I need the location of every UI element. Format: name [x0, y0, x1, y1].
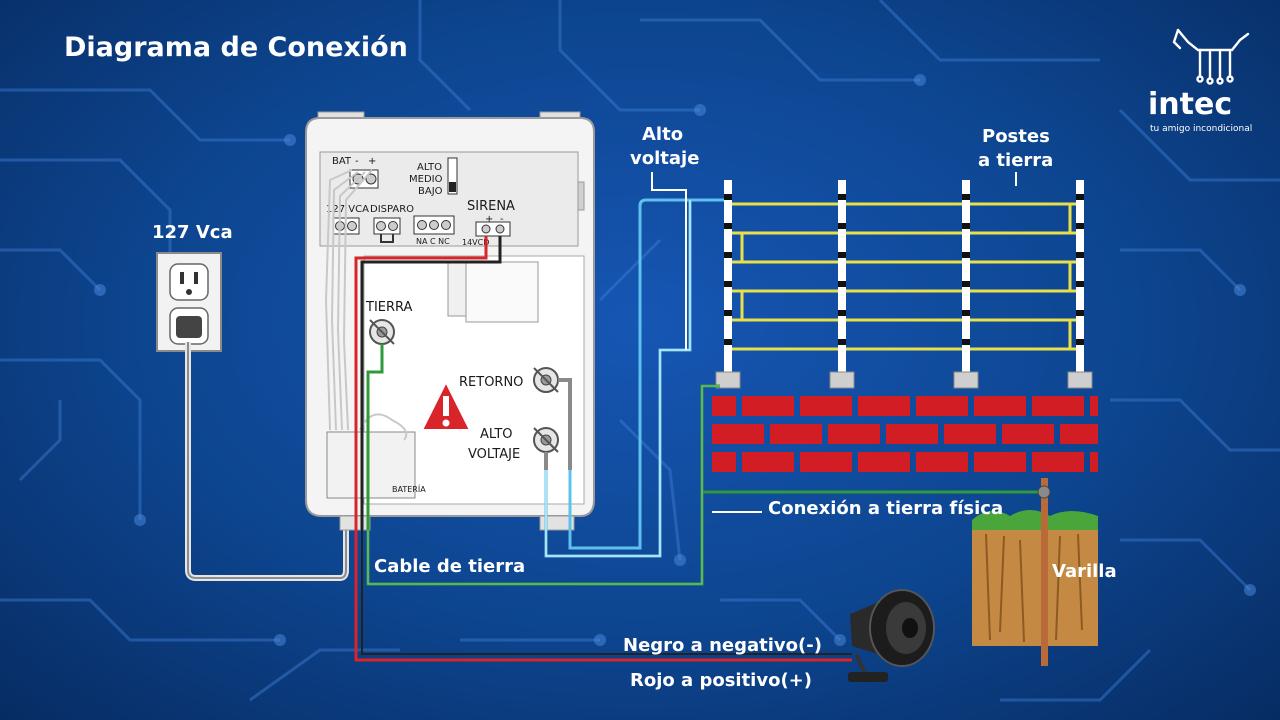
level-bajo-label: BAJO [418, 186, 443, 197]
sirena-plus-label: + [485, 214, 493, 225]
level-alto-label: ALTO [417, 162, 442, 173]
level-medio-label: MEDIO [409, 174, 443, 185]
siren-wire-negative [360, 236, 502, 530]
negative-cable [361, 530, 852, 655]
sirena-minus-label: - [500, 214, 504, 225]
fence [715, 180, 1093, 389]
brick-wall [712, 396, 1098, 472]
ground-connection-label: Conexión a tierra física [768, 498, 1003, 519]
alto-voltaje-label-1: ALTO [480, 427, 513, 442]
high-voltage-label-2: voltaje [630, 148, 699, 169]
alto-voltaje-terminal [533, 427, 559, 453]
dog-circuit-icon [1172, 28, 1250, 85]
circuit-background [0, 0, 1280, 702]
sirena-terminal-label: SIRENA [467, 199, 515, 214]
vcd-terminal-label: 14VCD [462, 238, 489, 247]
page-title: Diagrama de Conexión [64, 32, 408, 63]
positive-cable [354, 530, 852, 662]
fence-posts [715, 180, 1093, 389]
black-negative-label: Negro a negativo(-) [623, 635, 822, 656]
bat-label: BAT [332, 156, 352, 167]
bat-minus-label: - [355, 156, 359, 167]
ground-posts-label-2: a tierra [978, 150, 1053, 171]
relay-terminal-label: NA C NC [416, 237, 450, 246]
brand-tagline: tu amigo incondicional [1150, 124, 1252, 134]
red-positive-label: Rojo a positivo(+) [630, 670, 812, 691]
siren-icon [848, 589, 935, 682]
ground-wire-internal [366, 344, 384, 530]
high-voltage-label-1: Alto [642, 124, 683, 145]
bat-plus-label: + [368, 156, 376, 167]
retorno-label: RETORNO [459, 375, 523, 390]
vca-terminal-label: 127 VCA [326, 204, 369, 215]
ground-posts-label-1: Postes [982, 126, 1050, 147]
power-label: 127 Vca [152, 222, 233, 243]
brand-name: intec [1148, 87, 1232, 122]
plug [176, 316, 202, 338]
disparo-terminal-label: DISPARO [370, 204, 414, 215]
tierra-terminal [369, 319, 395, 345]
rod-label: Varilla [1052, 561, 1117, 582]
ground-rod [972, 478, 1098, 666]
wall-outlet [156, 252, 222, 352]
battery-label: BATERÍA [392, 483, 426, 494]
fence-wires [728, 202, 1084, 351]
high-voltage-cable [568, 198, 726, 550]
leader-lines [651, 172, 1017, 513]
retorno-terminal [533, 367, 559, 393]
siren-wire-positive [354, 236, 488, 530]
ground-cable-label: Cable de tierra [374, 556, 525, 577]
internal-wires [324, 169, 408, 441]
brand-logo: intec tu amigo incondicional [1148, 28, 1252, 134]
level-switch [447, 157, 458, 195]
tierra-label: TIERRA [365, 300, 413, 315]
warning-icon [420, 379, 472, 431]
alto-voltaje-label-2: VOLTAJE [468, 447, 520, 462]
